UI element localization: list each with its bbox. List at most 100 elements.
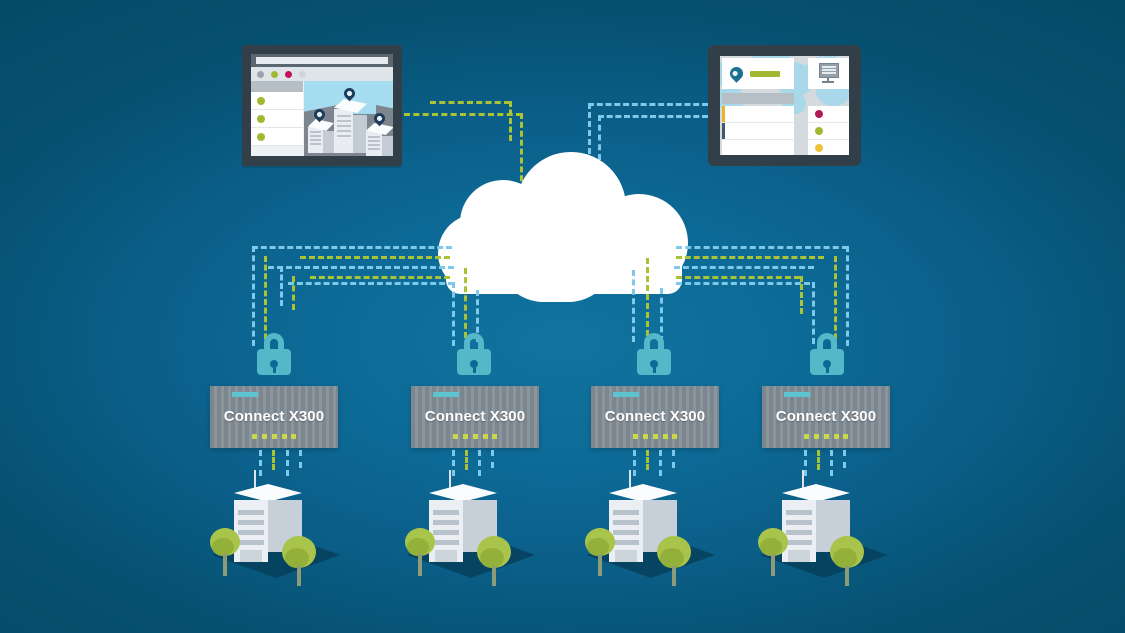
link-browser-cloud-h2	[430, 101, 510, 104]
tree	[657, 536, 691, 586]
browser-map-view[interactable]	[304, 81, 393, 156]
led-row	[633, 434, 677, 439]
site-4-building	[748, 470, 898, 586]
location-pin-icon	[727, 64, 746, 83]
drop-3-v3	[660, 288, 663, 342]
link-tablet-cloud-v2	[598, 115, 601, 160]
bus-left-v2	[264, 256, 267, 348]
drop-site-4-d	[843, 450, 846, 468]
tablet-pin-card[interactable]	[722, 58, 794, 89]
browser-viewport	[251, 54, 393, 156]
status-indicator	[784, 392, 810, 397]
lock-1-icon	[257, 333, 291, 375]
lock-3-icon	[637, 333, 671, 375]
tablet-device[interactable]	[708, 45, 861, 166]
bus-right-v1	[846, 246, 849, 346]
drop-2-v2	[464, 268, 467, 338]
bus-right-h1	[676, 246, 848, 249]
site-2-building	[395, 470, 545, 586]
list-item[interactable]	[808, 106, 849, 123]
status-indicator	[433, 392, 459, 397]
device-connect-x300-1[interactable]: Connect X300	[210, 386, 338, 448]
drop-site-3-a	[633, 450, 636, 476]
drop-site-2-b	[465, 450, 468, 470]
status-indicator	[232, 392, 258, 397]
status-dot-icon	[257, 115, 265, 123]
tablet-pin-label	[750, 71, 780, 77]
list-item[interactable]	[722, 123, 794, 140]
link-browser-cloud-v2	[509, 101, 512, 141]
tablet-list-header	[722, 93, 794, 104]
map-building	[334, 99, 370, 153]
bus-left-h3	[288, 282, 454, 285]
antenna	[629, 470, 631, 490]
status-dot-icon	[257, 133, 265, 141]
link-tablet-cloud-v1	[588, 103, 591, 163]
led-row	[804, 434, 848, 439]
map-building	[366, 123, 393, 156]
drop-3-v1	[632, 270, 635, 342]
bus-right-v3	[812, 282, 815, 344]
list-item[interactable]	[251, 110, 303, 128]
row-accent	[722, 123, 725, 139]
status-indicator	[613, 392, 639, 397]
tablet-server-card[interactable]	[808, 58, 849, 89]
lock-4-icon	[810, 333, 844, 375]
status-dot-icon	[257, 97, 265, 105]
list-item[interactable]	[722, 140, 794, 155]
site-1-building	[200, 470, 350, 586]
bus-right-h2	[674, 266, 814, 269]
link-browser-cloud-v1	[520, 113, 523, 208]
status-dot-icon	[815, 127, 823, 135]
browser-window[interactable]	[242, 45, 402, 166]
status-dot-4	[299, 71, 306, 78]
site-3-building	[575, 470, 725, 586]
drop-site-1-b	[272, 450, 275, 470]
antenna	[802, 470, 804, 490]
link-tablet-cloud-h2	[598, 115, 708, 118]
bus-right-h2g	[676, 276, 800, 279]
device-connect-x300-4[interactable]: Connect X300	[762, 386, 890, 448]
device-label: Connect X300	[775, 408, 877, 425]
led-row	[252, 434, 296, 439]
led-row	[453, 434, 497, 439]
status-dot-3	[285, 71, 292, 78]
status-dot-1	[257, 71, 264, 78]
device-label: Connect X300	[223, 408, 325, 425]
drop-3-v2	[646, 258, 649, 336]
tree	[282, 536, 316, 586]
bus-right-v4	[800, 276, 803, 314]
list-item[interactable]	[808, 123, 849, 140]
device-connect-x300-2[interactable]: Connect X300	[411, 386, 539, 448]
server-monitor-icon	[819, 63, 839, 84]
drop-site-4-c	[830, 450, 833, 476]
tablet-screen	[720, 56, 849, 155]
antenna	[254, 470, 256, 490]
device-connect-x300-3[interactable]: Connect X300	[591, 386, 719, 448]
drop-site-2-d	[491, 450, 494, 468]
drop-site-1-d	[299, 450, 302, 468]
drop-site-3-b	[646, 450, 649, 470]
status-dot-icon	[815, 143, 823, 152]
status-dot-2	[271, 71, 278, 78]
list-item[interactable]	[251, 92, 303, 110]
cloud	[438, 152, 688, 304]
device-label: Connect X300	[424, 408, 526, 425]
bus-left-v3	[280, 266, 283, 306]
browser-status-dots	[251, 67, 393, 81]
browser-sidebar-header	[251, 81, 303, 92]
link-tablet-cloud-h1	[588, 103, 708, 106]
list-item[interactable]	[808, 140, 849, 155]
bus-left-h1g	[300, 256, 450, 259]
browser-url-input[interactable]	[256, 57, 388, 64]
drop-site-4-b	[817, 450, 820, 470]
status-dot-icon	[815, 110, 823, 118]
map-building	[308, 119, 336, 153]
row-accent	[722, 140, 725, 155]
tree	[405, 528, 435, 576]
bus-right-h3	[676, 282, 810, 285]
lock-2-icon	[457, 333, 491, 375]
list-item[interactable]	[722, 106, 794, 123]
bus-left-h2g	[310, 276, 450, 279]
list-item[interactable]	[251, 128, 303, 146]
